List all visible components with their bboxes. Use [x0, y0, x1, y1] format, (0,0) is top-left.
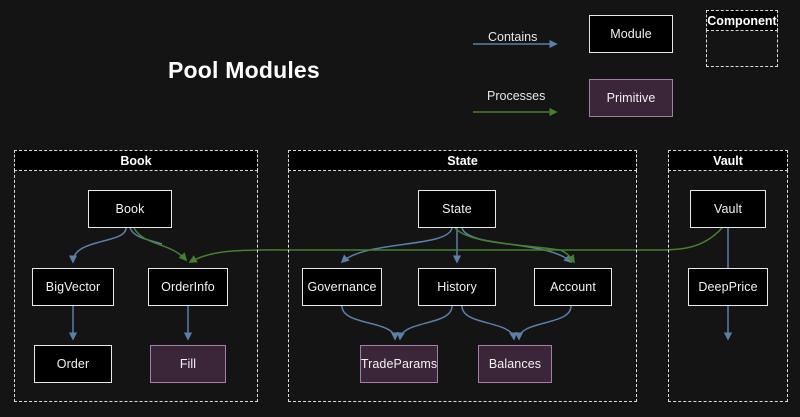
node-governance[interactable]: Governance: [302, 268, 382, 306]
node-vault[interactable]: Vault: [690, 190, 766, 228]
node-balances[interactable]: Balances: [478, 345, 552, 383]
legend-primitive-label: Primitive: [606, 91, 656, 105]
page-title: Pool Modules: [168, 57, 320, 83]
legend-primitive-box: Primitive: [589, 79, 673, 117]
node-tradeparams[interactable]: TradeParams: [360, 345, 438, 383]
cluster-title-state: State: [288, 150, 637, 171]
node-label: Balances: [488, 357, 542, 371]
node-bigvector[interactable]: BigVector: [32, 268, 114, 306]
legend-module-label: Module: [610, 27, 652, 41]
node-state[interactable]: State: [418, 190, 496, 228]
node-label: Fill: [179, 357, 197, 371]
node-book[interactable]: Book: [88, 190, 172, 228]
legend-contains-label: Contains: [488, 30, 538, 44]
node-label: TradeParams: [360, 357, 438, 371]
legend-processes-label: Processes: [487, 89, 546, 103]
node-deepprice[interactable]: DeepPrice: [688, 268, 768, 306]
node-account[interactable]: Account: [534, 268, 612, 306]
cluster-label: Vault: [713, 153, 743, 168]
legend-component-label: Component: [707, 13, 777, 28]
cluster-title-book: Book: [14, 150, 258, 171]
node-label: Governance: [307, 280, 377, 294]
node-label: Account: [550, 280, 596, 294]
node-label: BigVector: [45, 280, 101, 294]
legend-module-box: Module: [589, 15, 673, 53]
node-label: Book: [115, 202, 145, 216]
node-history[interactable]: History: [418, 268, 496, 306]
node-order[interactable]: Order: [34, 345, 112, 383]
node-label: OrderInfo: [161, 280, 215, 294]
cluster-label: State: [447, 153, 478, 168]
legend-component-title-band: Component: [706, 10, 778, 31]
node-label: DeepPrice: [698, 280, 758, 294]
node-label: History: [437, 280, 477, 294]
node-label: Order: [56, 357, 90, 371]
node-orderinfo[interactable]: OrderInfo: [148, 268, 228, 306]
cluster-label: Book: [120, 153, 152, 168]
node-label: Vault: [713, 202, 743, 216]
node-fill[interactable]: Fill: [150, 345, 226, 383]
cluster-title-vault: Vault: [668, 150, 788, 171]
node-label: State: [442, 202, 472, 216]
